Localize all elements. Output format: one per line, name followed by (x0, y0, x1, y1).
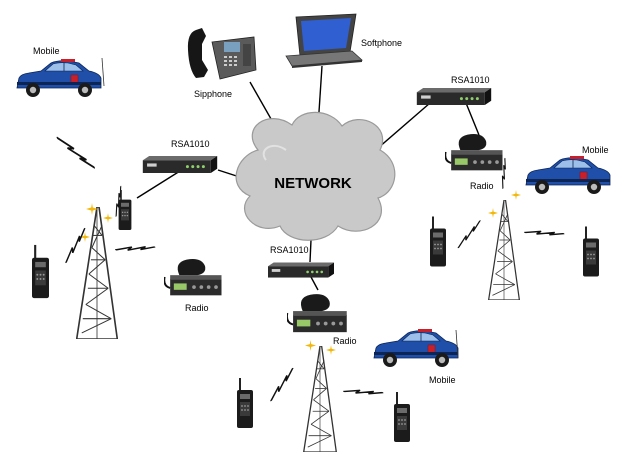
base-radio-bottom-icon (287, 293, 348, 334)
radio-signal-icon (114, 232, 157, 265)
network-cloud-icon (235, 111, 396, 241)
base-radio-right-icon (445, 133, 504, 172)
radio-signal-icon (260, 367, 303, 403)
sipphone-label: Sipphone (194, 89, 233, 99)
gateway-label-left: RSA1010 (171, 139, 210, 149)
rsa1010-gateway-left-icon (142, 156, 218, 173)
mobile-label-bottom: Mobile (429, 375, 456, 385)
handheld-radio-top-icon (118, 190, 132, 230)
radio-label-bottom: Radio (333, 336, 357, 346)
handheld-radio-left-icon (32, 244, 49, 299)
laptop-icon (285, 13, 363, 68)
rsa1010-gateway-right-icon (416, 88, 492, 105)
signal-spark-icon (305, 340, 316, 351)
sip-phone-icon (187, 28, 257, 80)
radio-signal-icon (523, 215, 566, 251)
handheld-radio-bottom-left-icon (237, 378, 253, 428)
antenna-tower-bottom-icon (302, 346, 338, 452)
antenna-tower-left-icon (76, 207, 118, 339)
link-gateway-right-radio (465, 102, 480, 136)
signal-spark-icon (488, 208, 498, 218)
rsa1010-gateway-bottom-icon (268, 262, 334, 278)
radio-signal-icon (450, 219, 488, 249)
police-car-right-icon (525, 155, 611, 195)
police-car-bottom-icon (373, 328, 459, 368)
link-network-gateway-bottom (309, 239, 312, 263)
radio-signal-icon (54, 126, 97, 179)
link-gateway-left-handheld (136, 170, 181, 199)
signal-spark-icon (511, 190, 521, 200)
police-car-left-icon (16, 58, 102, 98)
signal-spark-icon (326, 345, 336, 355)
link-gateway-bottom-radio (310, 276, 319, 291)
gateway-label-bottom: RSA1010 (270, 245, 309, 255)
base-radio-left-icon (164, 258, 223, 297)
gateway-label-right: RSA1010 (451, 75, 490, 85)
signal-spark-icon (103, 213, 113, 223)
radio-label-right: Radio (470, 181, 494, 191)
mobile-label-top-left: Mobile (33, 46, 60, 56)
radio-label-left: Radio (185, 303, 209, 313)
handheld-radio-right2-icon (583, 226, 599, 277)
handheld-radio-bottom-right-icon (394, 392, 410, 442)
radio-signal-icon (342, 374, 385, 410)
mobile-label-right: Mobile (582, 145, 609, 155)
handheld-radio-right1-icon (430, 216, 446, 267)
softphone-label: Softphone (361, 38, 403, 48)
network-label: NETWORK (274, 175, 352, 192)
